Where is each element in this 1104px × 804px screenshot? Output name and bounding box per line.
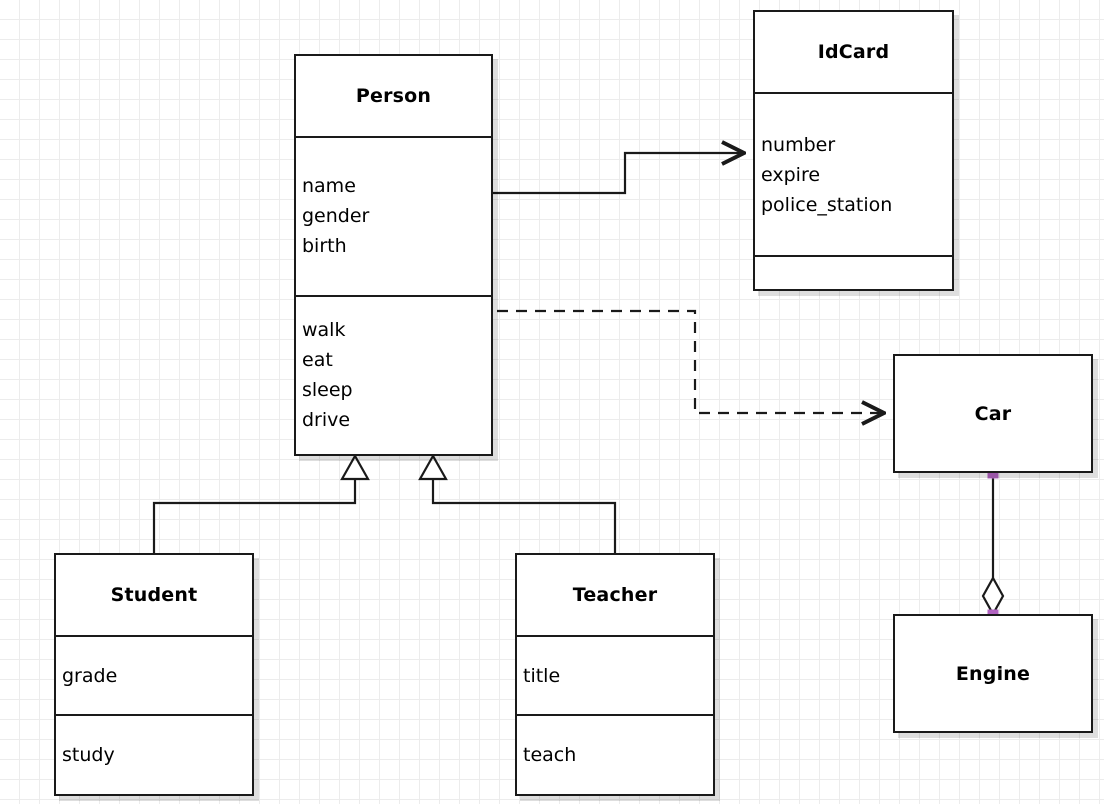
class-operations-compartment: walk eat sleep drive: [296, 294, 491, 454]
edge-car-engine[interactable]: [981, 473, 1005, 617]
operation-item: sleep: [302, 379, 353, 402]
hollow-triangle-head: [340, 453, 370, 481]
class-title-compartment: Engine: [895, 616, 1091, 731]
class-title-compartment: Student: [56, 555, 252, 635]
attribute-item: name: [302, 175, 356, 198]
attribute-item: number: [761, 133, 836, 156]
class-name: Teacher: [572, 584, 658, 606]
class-attributes-compartment: name gender birth: [296, 135, 491, 295]
class-operations-compartment: [755, 255, 952, 289]
attribute-item: title: [523, 664, 561, 687]
operation-item: eat: [302, 349, 333, 372]
edge-teacher-person[interactable]: [418, 453, 617, 553]
edge-student-person[interactable]: [152, 453, 370, 553]
hollow-triangle-head: [418, 453, 448, 481]
class-operations-compartment: study: [56, 714, 252, 794]
class-operations-compartment: teach: [517, 714, 713, 794]
operation-item: walk: [302, 319, 346, 342]
edge-person-idcard[interactable]: [493, 153, 744, 195]
class-title-compartment: Car: [895, 356, 1091, 471]
operation-item: teach: [523, 744, 577, 766]
class-name: Engine: [955, 662, 1031, 685]
attribute-item: gender: [302, 205, 370, 228]
attribute-item: grade: [62, 664, 118, 687]
class-box-person[interactable]: Person name gender birth walk eat sleep …: [294, 54, 493, 456]
edge-person-car[interactable]: [497, 309, 884, 413]
class-name: IdCard: [817, 41, 890, 63]
attribute-item: birth: [302, 235, 347, 258]
attribute-item: police_station: [761, 193, 893, 216]
class-attributes-compartment: number expire police_station: [755, 92, 952, 255]
class-box-idcard[interactable]: IdCard number expire police_station: [753, 10, 954, 291]
class-title-compartment: Person: [296, 56, 491, 136]
class-box-engine[interactable]: Engine: [893, 614, 1093, 733]
operation-item: drive: [302, 409, 351, 432]
class-box-student[interactable]: Student grade study: [54, 553, 254, 796]
class-box-car[interactable]: Car: [893, 354, 1093, 473]
class-name: Car: [974, 402, 1012, 425]
class-title-compartment: IdCard: [755, 12, 952, 92]
attribute-item: expire: [761, 163, 821, 186]
class-title-compartment: Teacher: [517, 555, 713, 635]
connection-handle-car[interactable]: [987, 467, 999, 479]
class-name: Person: [355, 84, 432, 107]
class-attributes-compartment: title: [517, 635, 713, 714]
class-box-teacher[interactable]: Teacher title teach: [515, 553, 715, 796]
class-attributes-compartment: grade: [56, 635, 252, 714]
operation-item: study: [62, 744, 115, 766]
class-name: Student: [110, 584, 198, 606]
